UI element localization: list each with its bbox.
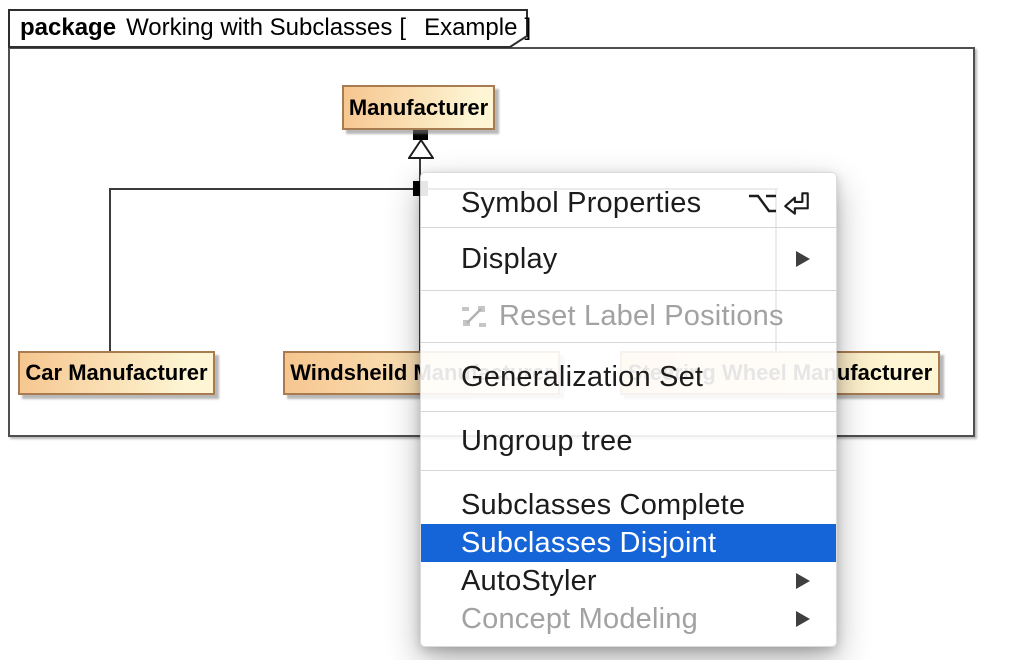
menu-separator [421,411,836,412]
package-keyword: package [20,14,117,41]
menu-item-label: Subclasses Complete [461,488,746,521]
menu-separator [421,227,836,228]
menu-separator [421,342,836,343]
menu-separator [421,470,836,471]
submenu-arrow-icon [796,611,810,627]
menu-item-label: Display [461,242,558,275]
package-tab-shape[interactable] [8,9,530,49]
menu-item-label: Reset Label Positions [499,300,784,332]
menu-item-subclasses-complete[interactable]: Subclasses Complete [421,486,836,524]
reset-label-positions-icon [462,306,486,327]
menu-item-symbol-properties[interactable]: Symbol Properties [421,179,836,227]
class-label: Car Manufacturer [25,360,208,385]
menu-padding [421,471,836,486]
menu-item-subclasses-disjoint[interactable]: Subclasses Disjoint [421,524,836,562]
menu-separator [421,290,836,291]
class-label: Manufacturer [348,94,489,120]
menu-item-generalization-set[interactable]: Generalization Set [421,343,836,411]
generalization-line-to-car[interactable] [109,188,111,351]
menu-item-shortcut [747,188,812,218]
menu-item-display[interactable]: Display [421,228,836,290]
diagram-name: Example [424,14,518,41]
package-tab[interactable]: package Working with Subclasses [ Exampl… [8,9,531,47]
menu-item-autostyler[interactable]: AutoStyler [421,562,836,600]
package-title: Working with Subclasses [126,14,393,41]
menu-item-label: Ungroup tree [461,424,633,457]
class-box-car-manufacturer[interactable]: Car Manufacturer [18,351,215,395]
context-menu: Symbol Properties Display [420,172,837,647]
option-icon [749,194,776,213]
menu-item-label: Generalization Set [461,360,704,393]
submenu-arrow-icon [796,251,810,267]
menu-item-label: AutoStyler [461,564,597,597]
generalization-arrowhead[interactable] [408,139,434,160]
menu-item-label: Concept Modeling [461,602,698,635]
menu-item-label: Symbol Properties [461,186,702,219]
bracket-close: ] [524,14,532,41]
menu-padding [421,638,836,646]
menu-item-ungroup-tree[interactable]: Ungroup tree [421,412,836,470]
bracket-open: [ [399,14,407,41]
menu-item-reset-label-positions: Reset Label Positions [421,291,836,342]
return-icon [784,192,809,215]
menu-item-concept-modeling: Concept Modeling [421,600,836,638]
submenu-arrow-icon [796,573,810,589]
menu-item-label: Subclasses Disjoint [461,526,717,559]
class-box-manufacturer[interactable]: Manufacturer [342,85,495,130]
